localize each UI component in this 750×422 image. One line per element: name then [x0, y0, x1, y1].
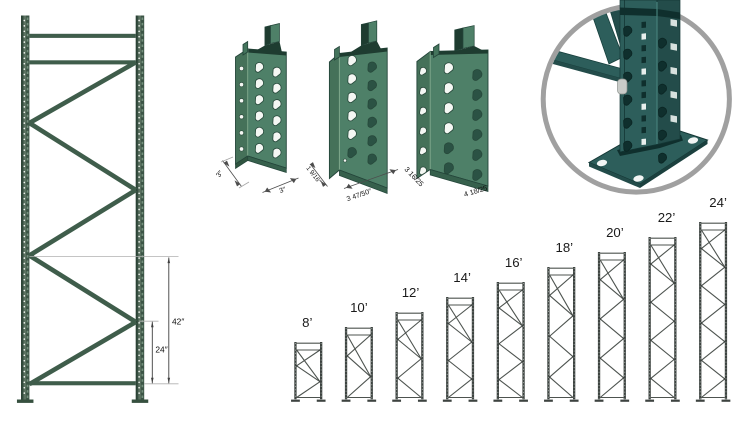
svg-text:18’: 18’ — [555, 240, 573, 255]
svg-text:3″: 3″ — [279, 186, 288, 195]
svg-text:42″: 42″ — [172, 317, 184, 327]
svg-text:8’: 8’ — [302, 315, 312, 330]
svg-text:24″: 24″ — [155, 345, 167, 355]
svg-text:14’: 14’ — [453, 270, 471, 285]
svg-text:10’: 10’ — [350, 300, 368, 315]
svg-text:3″: 3″ — [215, 169, 225, 179]
svg-text:16’: 16’ — [505, 255, 523, 270]
svg-text:24’: 24’ — [709, 195, 727, 210]
svg-text:22’: 22’ — [658, 210, 676, 225]
svg-text:20’: 20’ — [606, 225, 624, 240]
svg-text:12’: 12’ — [402, 285, 420, 300]
